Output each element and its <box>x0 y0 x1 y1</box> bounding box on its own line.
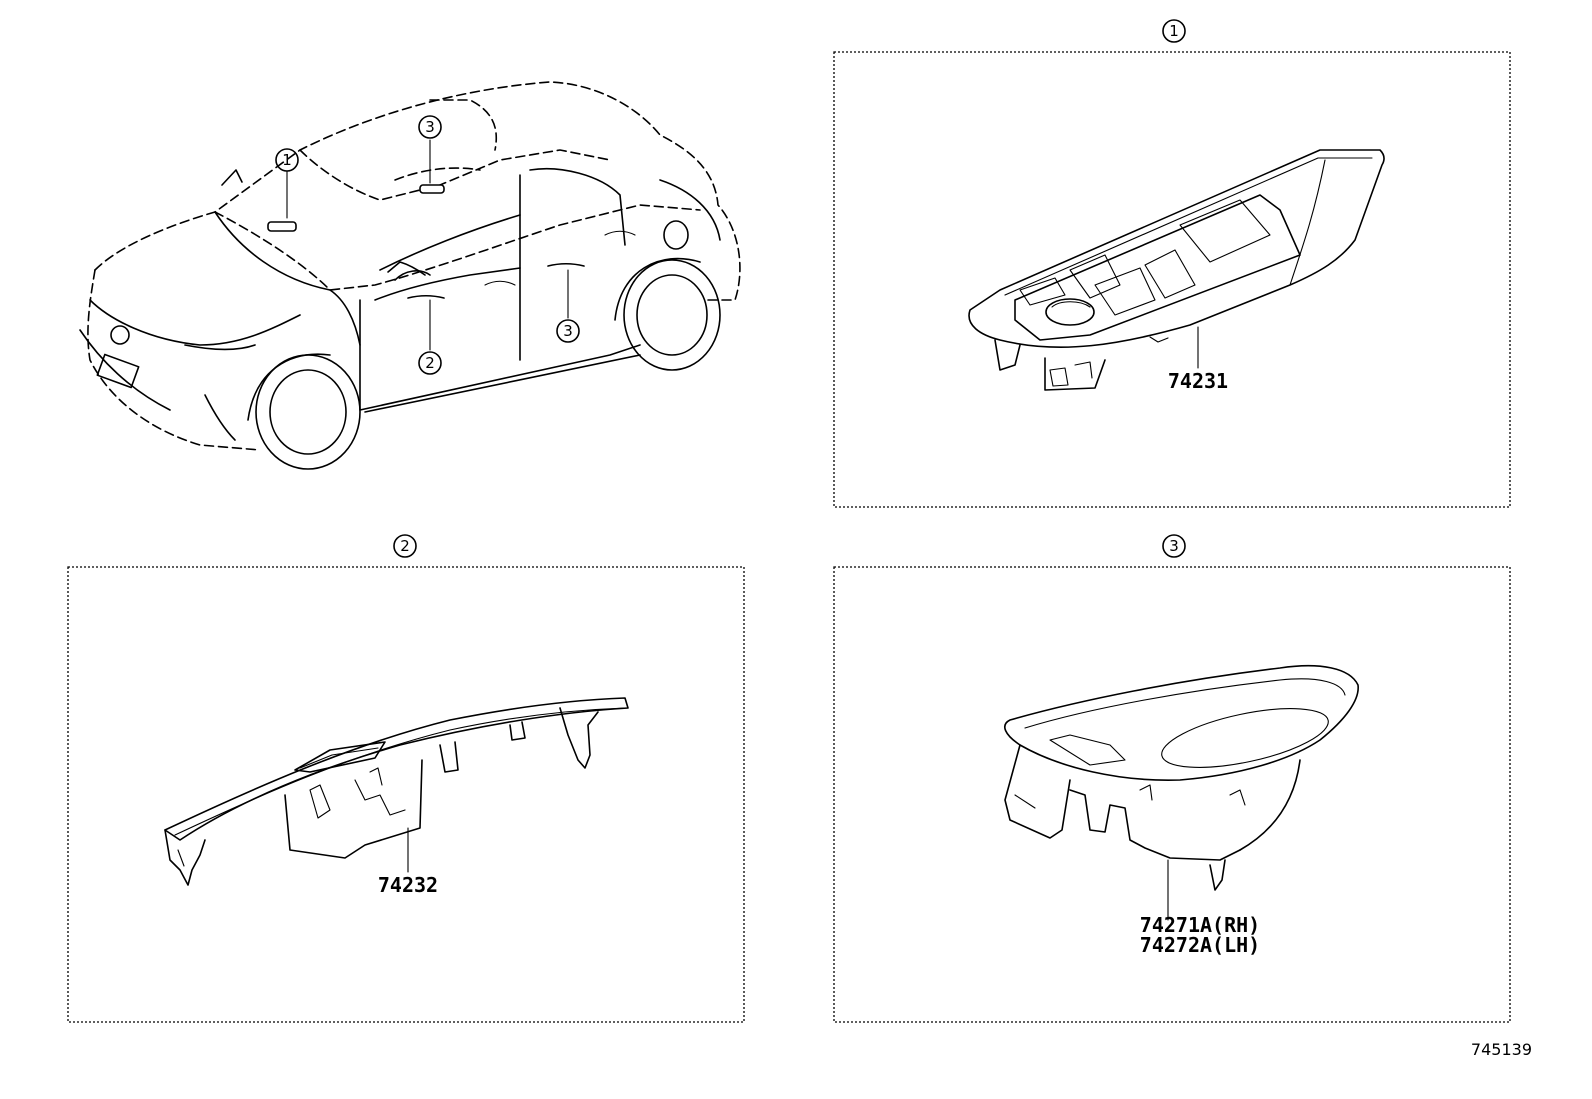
callout-1-car-label: 1 <box>282 151 292 169</box>
diagram-id: 745139 <box>1470 1040 1532 1059</box>
part-number-74231: 74231 <box>1168 369 1228 393</box>
callout-3-car-side-label: 3 <box>563 322 573 340</box>
car-overview: 1 3 2 3 <box>79 81 741 470</box>
callout-3-car-top-label: 3 <box>425 118 435 136</box>
panel-2-frame <box>67 566 745 1023</box>
panel-2-callout: 2 <box>400 537 410 555</box>
callout-3-car-side <box>556 319 580 343</box>
callout-2-car <box>418 351 442 375</box>
part-number-74272A: 74272A(LH) <box>1140 933 1260 957</box>
part-74271A-drawing <box>1004 665 1359 891</box>
panel-1: 1 74231 <box>833 19 1511 508</box>
part-number-74271A: 74271A(RH) <box>1140 913 1260 937</box>
part-number-74232: 74232 <box>378 873 438 897</box>
callout-3-car-top <box>418 115 442 139</box>
panel-3-frame <box>833 566 1511 1023</box>
panel-1-callout: 1 <box>1169 22 1179 40</box>
callout-1-car <box>275 148 299 172</box>
part-74232-drawing <box>164 697 629 886</box>
panel-1-frame <box>833 51 1511 508</box>
panel-3: 3 74271A(RH) 74272A(LH) <box>833 534 1511 1023</box>
part-74231-drawing <box>968 149 1385 391</box>
panel-3-callout: 3 <box>1169 537 1179 555</box>
callout-2-car-label: 2 <box>425 354 435 372</box>
panel-2: 2 74232 <box>67 534 745 1023</box>
